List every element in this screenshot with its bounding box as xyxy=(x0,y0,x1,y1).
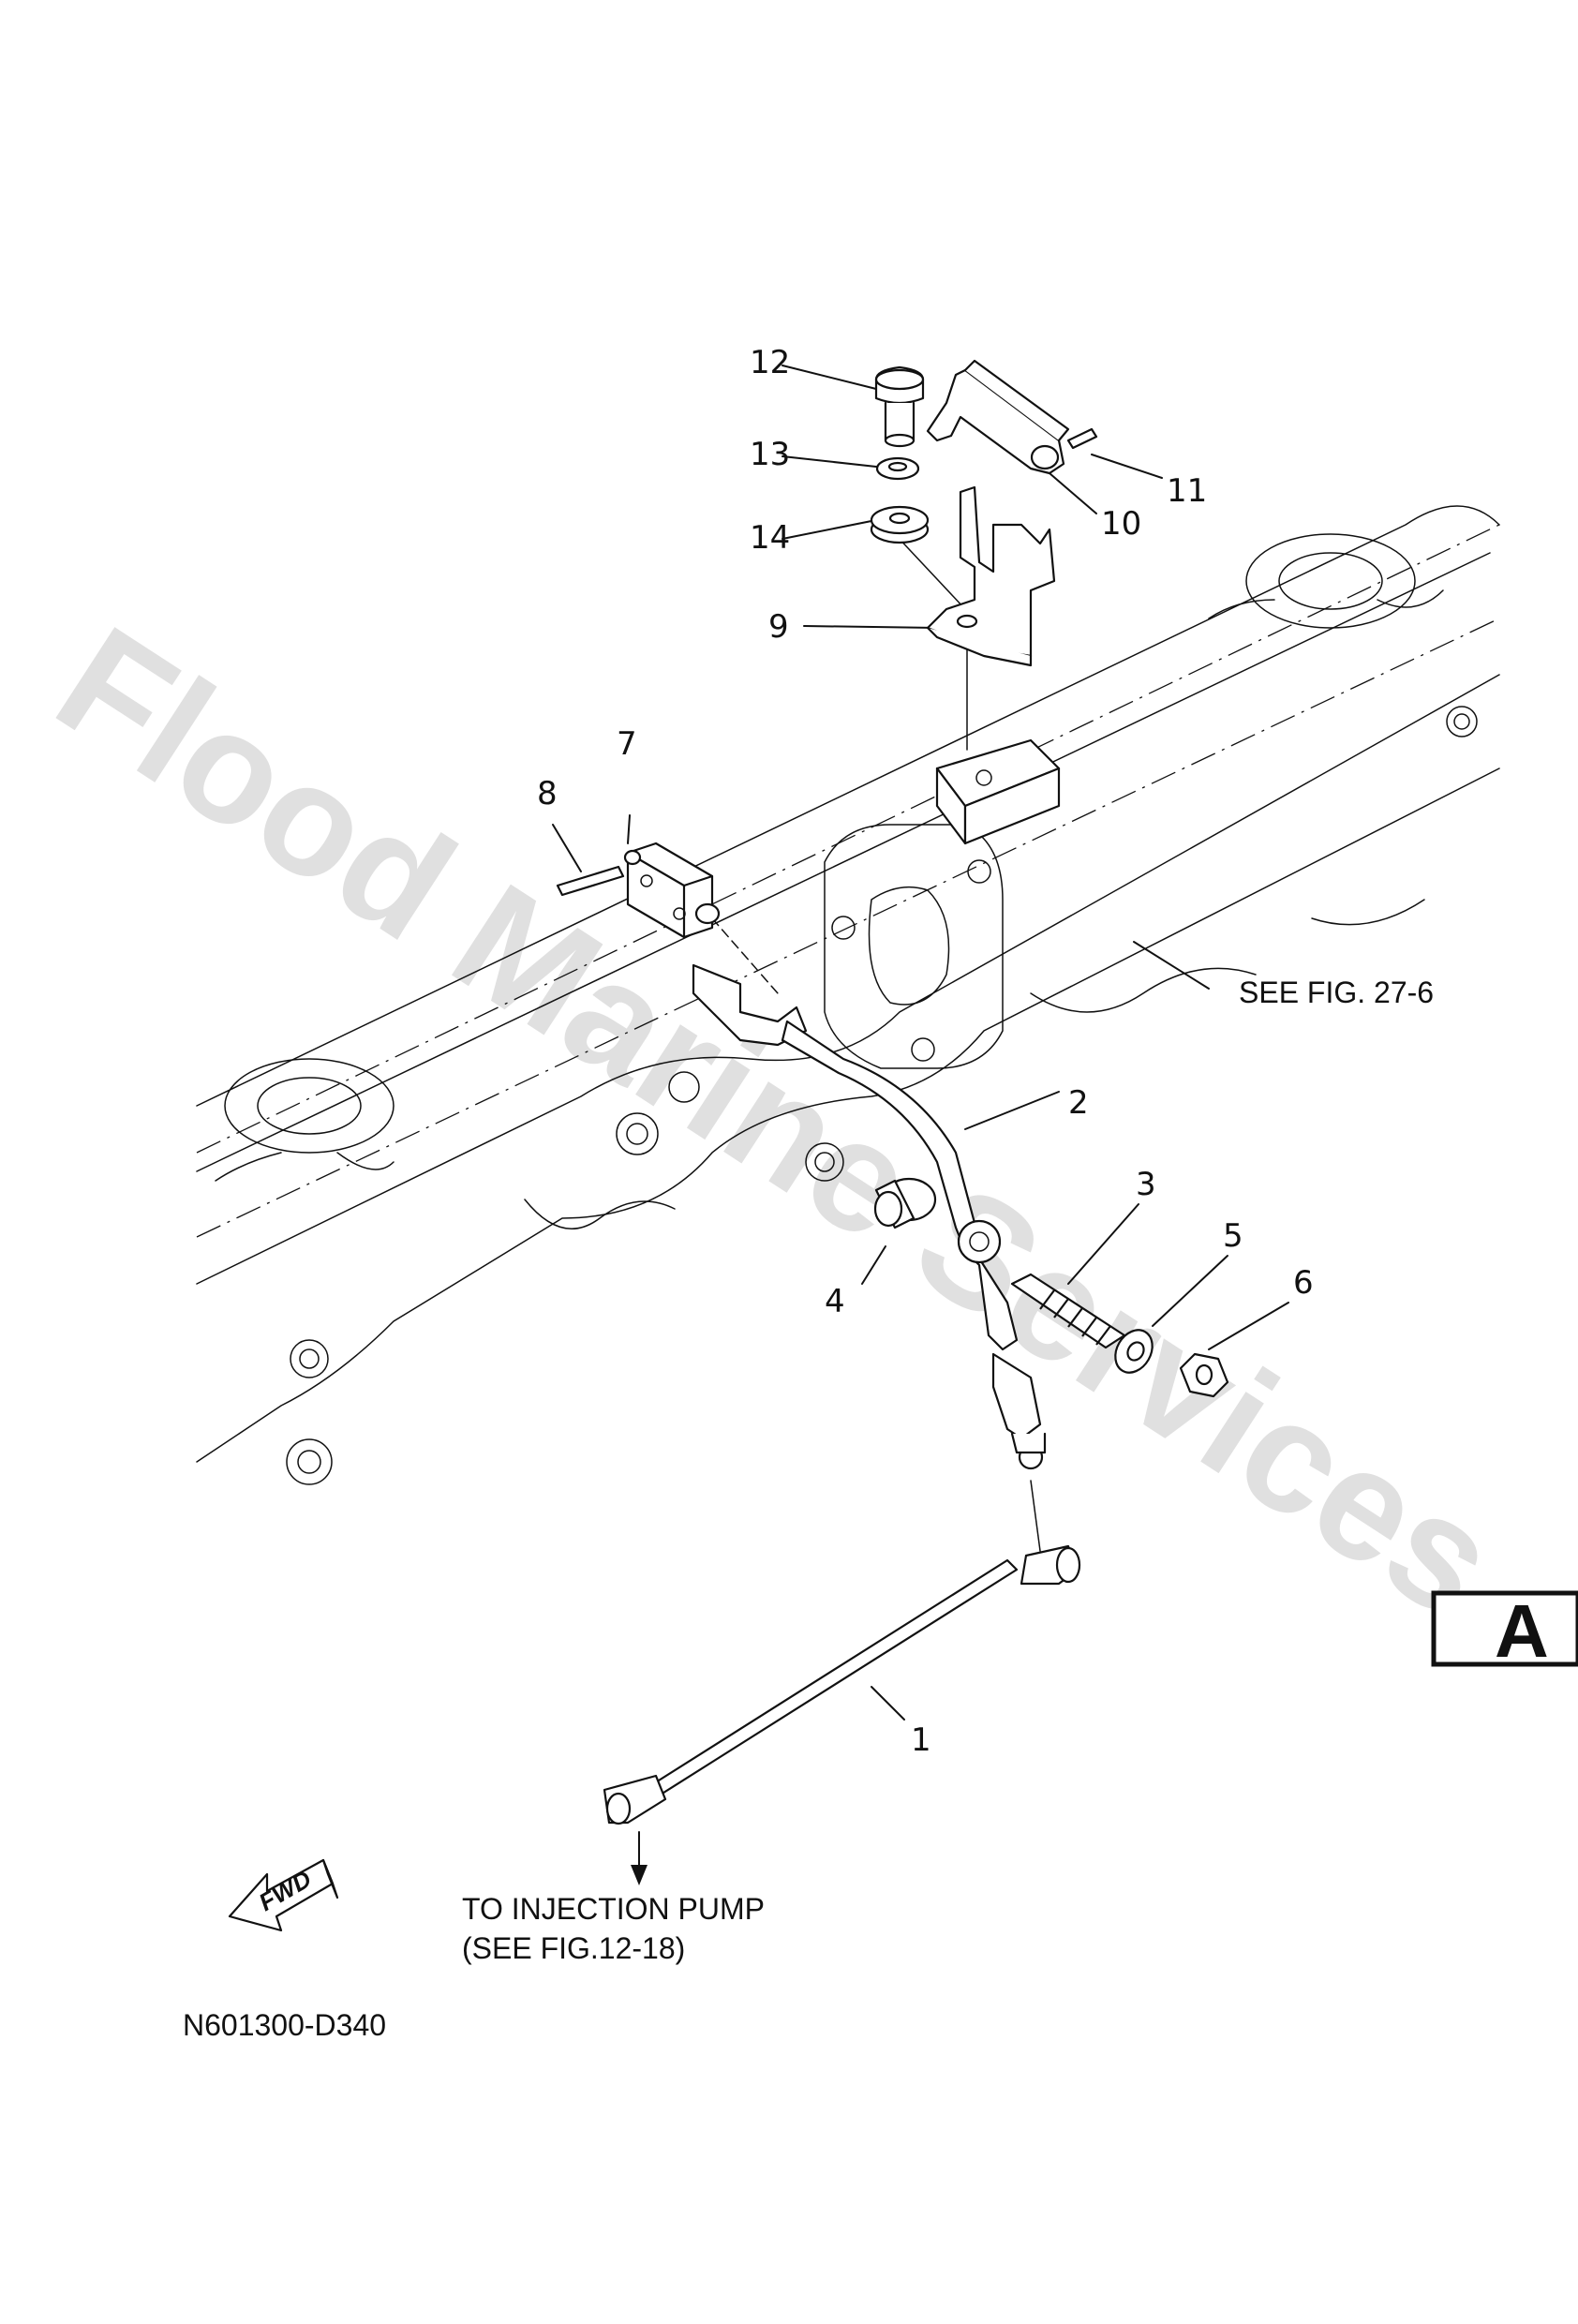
leader-lines xyxy=(552,365,1289,1885)
callout-6: 6 xyxy=(1293,1264,1314,1302)
exhaust-manifold xyxy=(196,505,1500,1485)
to-injection-pump-label: TO INJECTION PUMP xyxy=(462,1892,765,1926)
callout-3: 3 xyxy=(1136,1166,1156,1203)
part-12-bolt xyxy=(874,365,925,448)
callout-12: 12 xyxy=(750,344,790,381)
part-10-lever xyxy=(926,359,1070,475)
callout-1: 1 xyxy=(911,1721,931,1759)
part-4-bushing xyxy=(873,1177,937,1229)
callout-4: 4 xyxy=(825,1283,845,1320)
part-13-washer xyxy=(875,456,920,481)
part-9-bracket xyxy=(926,485,1056,667)
part-8-pin xyxy=(556,865,625,897)
callout-14: 14 xyxy=(750,519,790,557)
part-14-grommet xyxy=(870,505,930,544)
part-7-joint xyxy=(623,842,721,939)
part-11-pin xyxy=(1066,427,1098,450)
callout-13: 13 xyxy=(750,436,790,473)
part-5-washer xyxy=(1114,1329,1154,1374)
part-2-link-rod xyxy=(692,963,1047,1470)
see-fig-reference: SEE FIG. 27-6 xyxy=(1239,976,1434,1009)
callout-10: 10 xyxy=(1101,505,1141,543)
page-letter-box: A xyxy=(1431,1589,1578,1673)
callout-9: 9 xyxy=(768,608,789,646)
fwd-direction-marker: FWD xyxy=(228,1858,339,1932)
injection-pump-fig-reference: (SEE FIG.12-18) xyxy=(462,1931,685,1965)
drawing-number: N601300-D340 xyxy=(183,2008,386,2042)
callouts: 1 2 3 4 5 6 7 8 9 10 11 12 13 14 xyxy=(537,344,1314,1759)
page-letter: A xyxy=(1495,1589,1549,1673)
part-1-rod xyxy=(603,1544,1081,1825)
callout-8: 8 xyxy=(537,775,558,812)
callout-11: 11 xyxy=(1167,472,1207,510)
callout-2: 2 xyxy=(1068,1084,1089,1122)
callout-5: 5 xyxy=(1223,1217,1243,1255)
callout-7: 7 xyxy=(617,725,637,763)
part-6-nut xyxy=(1179,1352,1229,1398)
watermark: Flood Marine Services xyxy=(28,593,1526,1651)
